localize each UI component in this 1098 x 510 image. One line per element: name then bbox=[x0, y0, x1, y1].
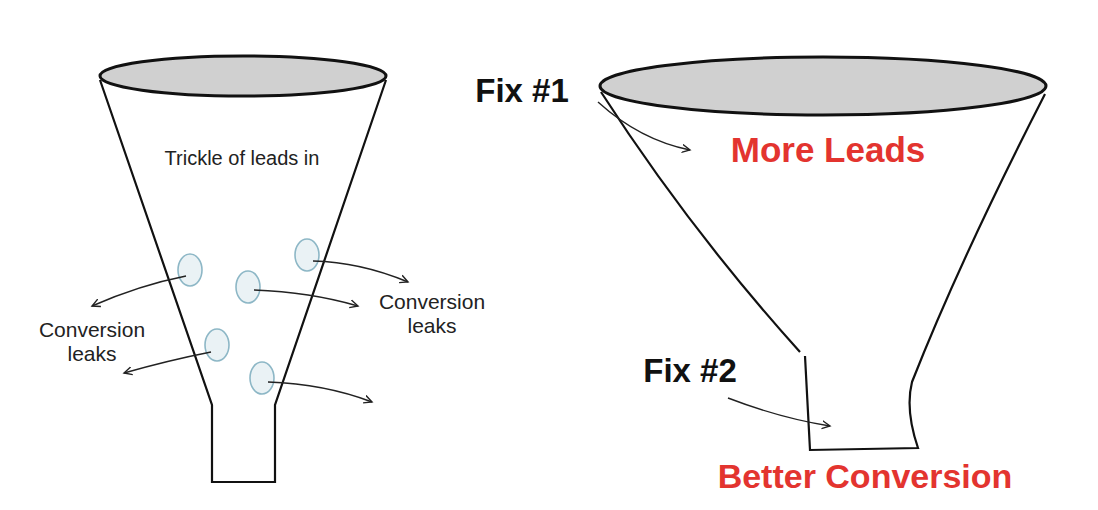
fix-number: Fix #1 bbox=[447, 72, 597, 110]
fixed-funnel bbox=[600, 57, 1046, 450]
funnel-caption: Trickle of leads in bbox=[112, 147, 372, 170]
conversion-leak-holes bbox=[178, 239, 319, 394]
fix-number: Fix #2 bbox=[615, 352, 765, 390]
leak-label: Conversion leaks bbox=[357, 290, 507, 338]
leaky-funnel bbox=[100, 56, 386, 482]
fix-heading: Better Conversion bbox=[675, 457, 1055, 496]
leak-label: Conversion leaks bbox=[17, 318, 167, 366]
fix-heading: More Leads bbox=[668, 130, 988, 170]
